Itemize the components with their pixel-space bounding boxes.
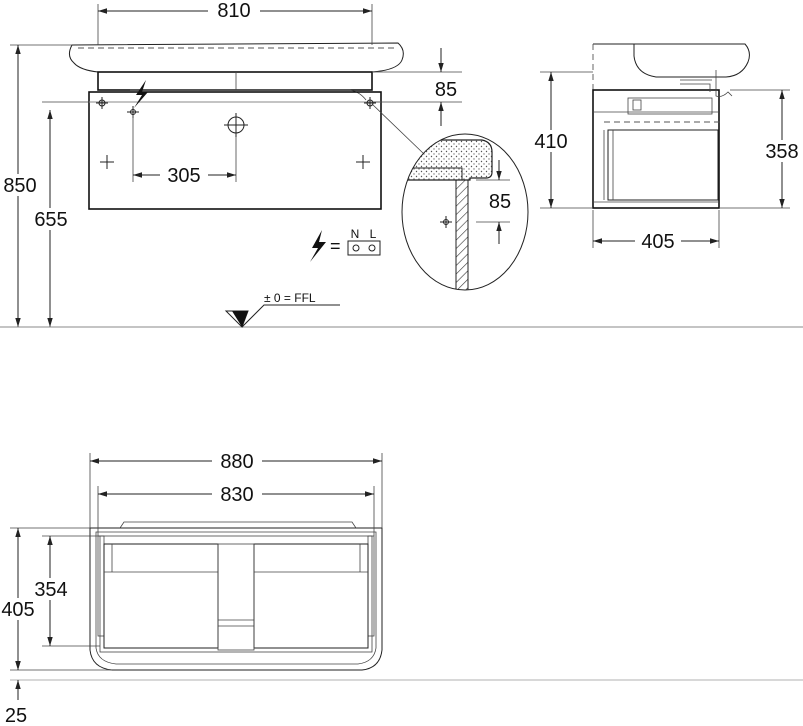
floor-level-label: ± 0 = FFL	[264, 291, 316, 305]
dim-worktop-gap: 85	[435, 79, 457, 101]
dim-front-outer-width: 880	[220, 451, 253, 473]
dim-side-depth: 405	[641, 231, 674, 253]
dim-foot-height: 25	[5, 705, 27, 726]
dim-cabinet-top: 655	[34, 209, 67, 231]
side-cabinet	[592, 89, 720, 209]
live-label: L	[370, 227, 377, 241]
side-basin-outline	[593, 43, 750, 78]
dim-detail-gap: 85	[489, 191, 511, 213]
basin-base	[97, 71, 373, 91]
cabinet-outer	[89, 527, 383, 671]
dim-basin-width: 810	[217, 0, 250, 22]
front-view: 810 85 850 655 305 = N L	[0, 0, 462, 327]
side-drawer	[607, 129, 719, 201]
lightning-symbol	[310, 230, 326, 262]
worktop-section	[402, 139, 493, 181]
right-drawer	[253, 543, 369, 649]
dim-drain-offset: 305	[167, 165, 200, 187]
dim-front-inner-height: 354	[34, 579, 67, 601]
wall-section	[455, 179, 469, 290]
lightning-icon	[134, 80, 148, 108]
dim-front-inner-width: 830	[220, 484, 253, 506]
cabinet-front	[88, 91, 382, 210]
mounting-points	[96, 97, 376, 169]
dim-side-height: 410	[534, 131, 567, 153]
floor-level-marker: ± 0 = FFL	[224, 291, 340, 328]
svg-text:=: =	[330, 236, 341, 256]
left-drawer	[103, 543, 219, 649]
side-view: 410 358 405	[528, 43, 803, 253]
drain-outlet	[224, 113, 248, 137]
neutral-label: N	[351, 227, 360, 241]
dim-side-inner-height: 358	[765, 141, 798, 163]
dim-front-height: 405	[1, 599, 34, 621]
electrical-connection: = N L	[310, 227, 381, 262]
cabinet-front-view: 880 830 405 354 25	[0, 450, 803, 726]
wall-detail: 85	[401, 133, 529, 291]
dim-total-height: 850	[3, 175, 36, 197]
basin-outline	[68, 42, 404, 73]
